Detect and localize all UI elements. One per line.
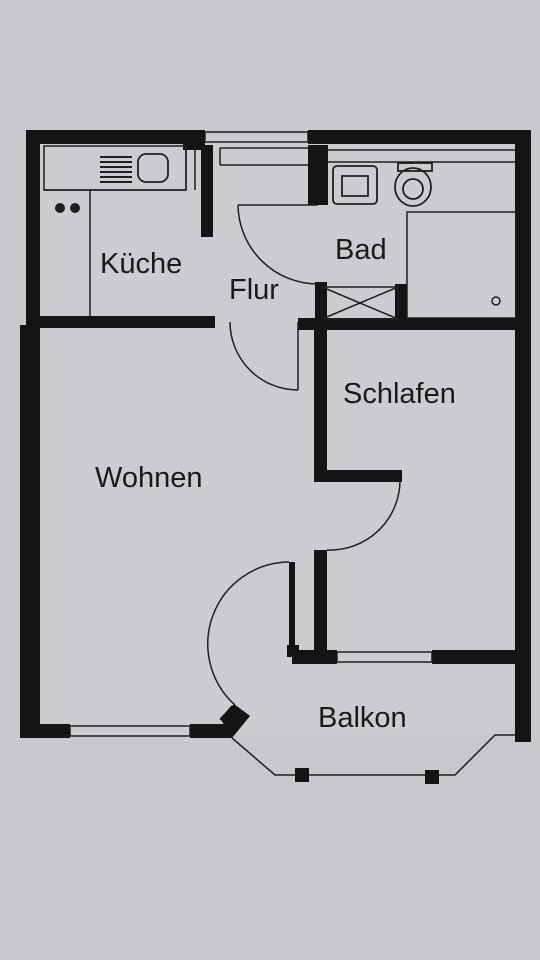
room-label-wohnen: Wohnen [95,462,203,494]
stove-icon [55,203,80,213]
bathroom-fixtures [321,149,517,320]
door-swings [207,204,401,706]
windows [69,131,433,737]
floor-area [30,135,530,735]
room-label-flur: Flur [229,274,279,306]
sink-basin-icon [137,153,169,183]
room-label-schlafen: Schlafen [343,378,456,410]
toilet-icon [394,162,433,207]
inner-walls [30,145,516,658]
sink-icon [100,156,132,183]
room-label-bad: Bad [335,234,387,266]
room-label-balkon: Balkon [318,702,407,734]
room-label-kueche: Küche [100,248,183,280]
balcony-posts [220,704,439,784]
outer-walls [20,130,531,742]
washbasin-icon [332,165,378,205]
kitchen-fixtures [43,145,196,316]
